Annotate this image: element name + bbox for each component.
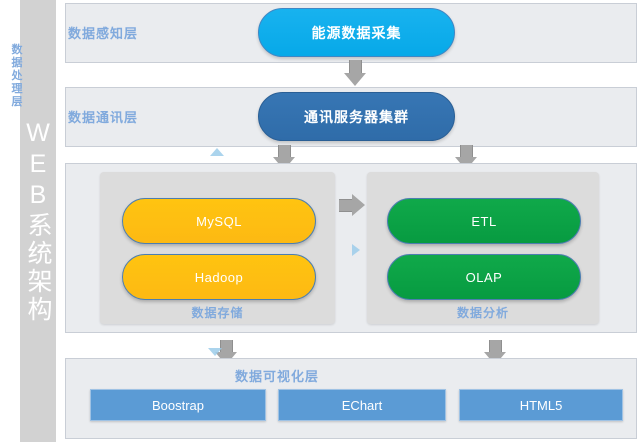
- layer-label-processing: 数 据 处 理 层: [10, 44, 24, 109]
- sidebar-title-text: WEB系统架构: [24, 118, 52, 324]
- vis-button-boostrap[interactable]: Boostrap: [90, 389, 266, 421]
- layer-label-communication: 数据通讯层: [68, 110, 139, 125]
- group-label-data-storage: 数据存储: [191, 306, 244, 320]
- layer-label-processing-char: 处: [11, 70, 23, 82]
- vis-button-html5[interactable]: HTML5: [459, 389, 623, 421]
- node-energy-data-collection[interactable]: 能源数据采集: [258, 8, 455, 57]
- node-mysql[interactable]: MySQL: [122, 198, 316, 244]
- layer-label-perception: 数据感知层: [68, 26, 139, 41]
- layer-label-processing-char: 理: [11, 83, 23, 95]
- layer-label-processing-char: 数: [11, 44, 23, 56]
- node-communication-server-cluster[interactable]: 通讯服务器集群: [258, 92, 455, 141]
- group-data-analysis: ETL OLAP 数据分析: [367, 172, 599, 324]
- node-hadoop[interactable]: Hadoop: [122, 254, 316, 300]
- triangle-up-icon: [210, 148, 224, 156]
- node-olap[interactable]: OLAP: [387, 254, 581, 300]
- sidebar-title-bar: WEB系统架构: [20, 0, 56, 442]
- vis-button-echart[interactable]: EChart: [278, 389, 446, 421]
- group-data-storage: MySQL Hadoop 数据存储: [100, 172, 335, 324]
- group-label-data-analysis: 数据分析: [456, 306, 509, 320]
- layer-label-visualization: 数据可视化层: [235, 369, 320, 384]
- layer-label-processing-char: 据: [11, 57, 23, 69]
- layer-label-processing-char: 层: [11, 96, 23, 108]
- triangle-right-icon: [352, 244, 360, 256]
- triangle-down-icon: [208, 348, 222, 356]
- node-etl[interactable]: ETL: [387, 198, 581, 244]
